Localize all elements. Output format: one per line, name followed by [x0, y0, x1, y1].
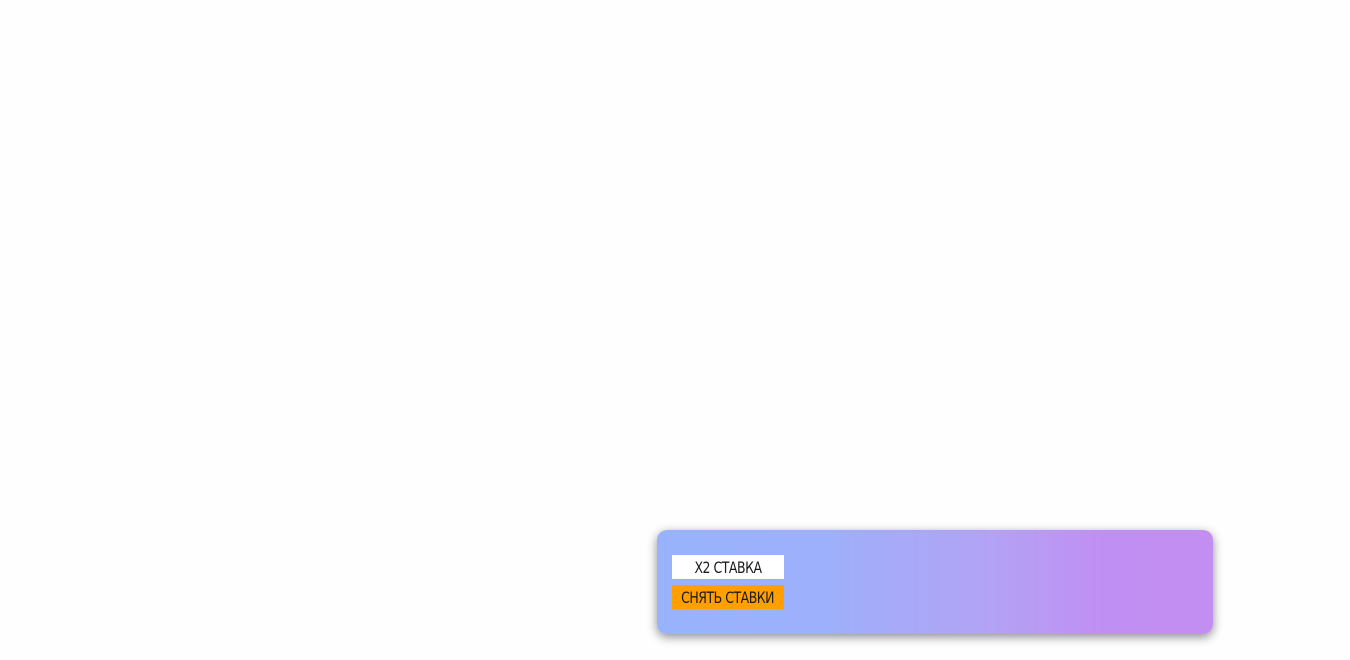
clear-bets-label: СНЯТЬ СТАВКИ	[681, 587, 775, 607]
clear-bets-button[interactable]: СНЯТЬ СТАВКИ	[672, 585, 784, 609]
double-bet-button[interactable]: X2 СТАВКА	[672, 555, 784, 579]
bet-control-panel: X2 СТАВКА СНЯТЬ СТАВКИ	[657, 530, 1213, 634]
double-bet-label: X2 СТАВКА	[694, 557, 762, 577]
bet-buttons-group: X2 СТАВКА СНЯТЬ СТАВКИ	[672, 555, 784, 609]
